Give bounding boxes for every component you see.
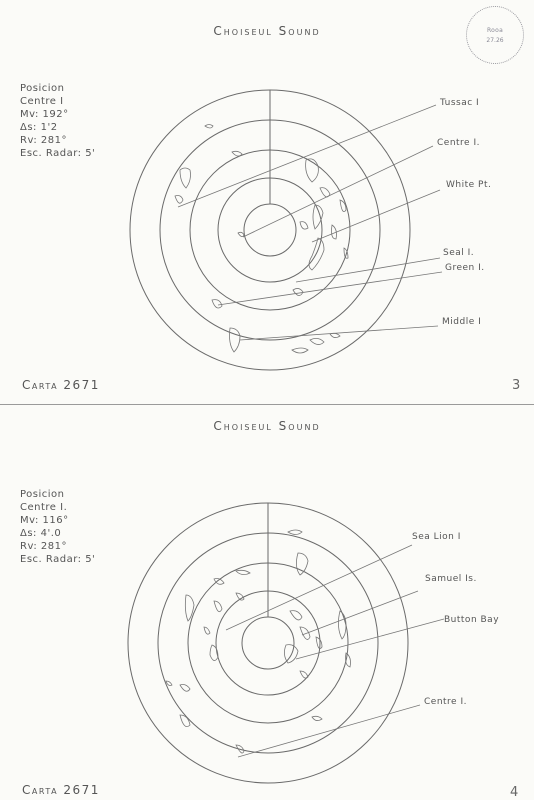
target-label-middle: Middle I (442, 317, 482, 327)
position-heading: Posicion (20, 83, 65, 94)
stamp-text-bottom: 27.26 (486, 37, 504, 44)
leader-line (225, 544, 413, 631)
range-ring (241, 616, 295, 670)
radar-echo (299, 626, 311, 640)
target-label-centre: Centre I. (424, 697, 467, 707)
radar-echo (329, 332, 341, 338)
radar-echo (179, 714, 191, 728)
radar-echo (174, 195, 184, 204)
position-info: Posicion Centre I. Mv: 116° Δs: 4'.0 Rv:… (20, 488, 95, 566)
radar-echo (235, 744, 245, 754)
leader-line (295, 257, 441, 283)
radar-echo (211, 299, 223, 309)
leader-line (311, 189, 441, 243)
magnetic-heading: Mv: 116° (20, 515, 69, 526)
radar-scope-top (129, 89, 443, 371)
stamp-text-top: Rooa (486, 27, 504, 34)
radar-echo (315, 636, 323, 650)
distance-value: Δs: 4'.0 (20, 528, 62, 539)
radar-echo (299, 670, 309, 679)
leader-line (242, 145, 434, 238)
radar-echo (231, 150, 243, 157)
leader-line (177, 104, 437, 208)
leader-line (301, 590, 419, 636)
radar-echo (339, 199, 347, 213)
radar-echo (299, 221, 309, 230)
radar-echo (235, 569, 251, 575)
radar-echo (296, 552, 309, 576)
radar-echo (319, 187, 331, 198)
true-heading: Rv: 281° (20, 541, 67, 552)
radar-echo (309, 338, 325, 345)
radar-scale: Esc. Radar: 5' (20, 148, 96, 159)
chart-number: Carta 2671 (22, 783, 100, 797)
archive-stamp: Rooa 27.26 (466, 6, 524, 64)
panel-title: Choiseul Sound (213, 419, 321, 433)
true-heading: Rv: 281° (20, 135, 67, 146)
target-label-centre: Centre I. (437, 138, 480, 148)
radar-echo (338, 610, 347, 640)
radar-echo (331, 224, 337, 240)
radar-echo (305, 158, 319, 183)
range-ring (243, 203, 297, 257)
radar-echo (235, 592, 245, 601)
radar-panel-top: Choiseul Sound Posicion Centre I Mv: 192… (20, 6, 524, 393)
position-info: Posicion Centre I Mv: 192° Δs: 1'2 Rv: 2… (20, 82, 95, 160)
radar-scope-bottom (127, 502, 445, 784)
radar-echo (291, 347, 309, 354)
radar-echo (284, 644, 299, 664)
position-heading: Posicion (20, 489, 65, 500)
radar-echo (287, 529, 303, 535)
leader-line (237, 704, 421, 758)
radar-echo (184, 594, 195, 622)
target-label-button-bay: Button Bay (444, 615, 500, 625)
target-label-tussac: Tussac I (440, 98, 480, 108)
panel-divider (0, 404, 534, 405)
chart-number: Carta 2671 (22, 378, 100, 392)
radar-echo (203, 626, 211, 635)
panel-title: Choiseul Sound (213, 24, 321, 38)
leader-line (217, 271, 443, 306)
radar-echo (237, 231, 245, 237)
radar-echo (204, 124, 214, 129)
radar-panel-bottom: Choiseul Sound Posicion Centre I. Mv: 11… (0, 405, 534, 800)
radar-echo (343, 247, 349, 259)
radar-echo (308, 237, 325, 271)
radar-scale: Esc. Radar: 5' (20, 554, 96, 565)
radar-echo (165, 680, 173, 686)
radar-echo (345, 652, 351, 668)
leader-line (239, 325, 439, 341)
distance-value: Δs: 1'2 (20, 122, 58, 133)
magnetic-heading: Mv: 192° (20, 109, 69, 120)
target-label-green: Green I. (445, 263, 485, 273)
position-reference: Centre I (20, 96, 64, 107)
target-label-seal: Seal I. (443, 248, 475, 258)
radar-echo (229, 327, 241, 353)
radar-echo (213, 578, 225, 585)
target-label-sea-lion: Sea Lion I (412, 532, 461, 542)
page-number: 4 (510, 785, 519, 800)
radar-echo (312, 204, 324, 230)
target-label-samuel: Samuel Is. (425, 574, 477, 584)
leader-line (295, 618, 445, 660)
radar-echo (209, 644, 219, 661)
radar-echo (311, 715, 323, 721)
radar-echo (292, 288, 304, 296)
target-label-white-pt: White Pt. (446, 180, 492, 190)
radar-echo (179, 167, 191, 189)
radar-echo (213, 600, 223, 613)
page-number: 3 (512, 378, 521, 393)
radar-echo (179, 684, 191, 692)
radar-echo (289, 610, 303, 621)
position-reference: Centre I. (20, 502, 68, 513)
